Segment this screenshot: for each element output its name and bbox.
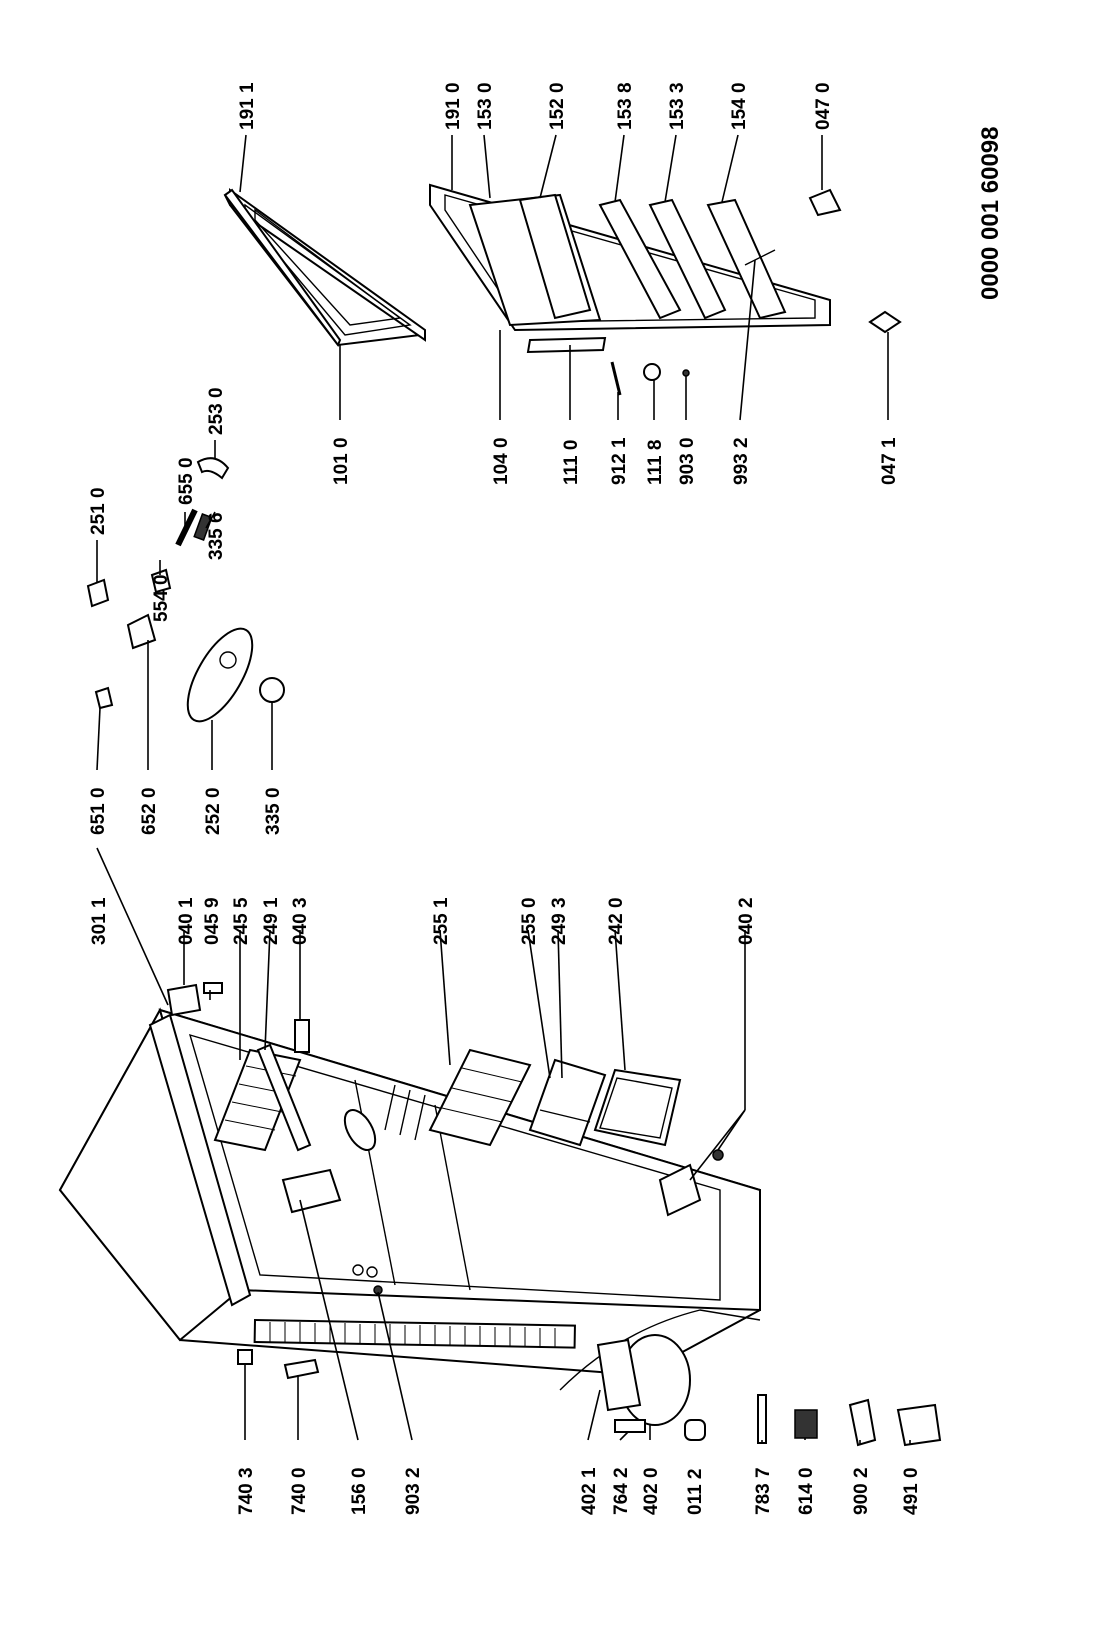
label-740-0: 740 0 [289, 1467, 310, 1515]
label-047-1: 047 1 [879, 437, 900, 485]
label-242-0: 242 0 [606, 897, 627, 945]
label-156-0: 156 0 [349, 1467, 370, 1515]
bar-993-2 [744, 249, 776, 266]
label-903-0: 903 0 [677, 437, 698, 485]
label-104-0: 104 0 [491, 437, 512, 485]
hinge-040-3 [294, 1019, 310, 1053]
label-253-0: 253 0 [206, 387, 227, 435]
hinge-047-1 [868, 310, 902, 334]
label-101-0: 101 0 [331, 437, 352, 485]
label-255-1: 255 1 [431, 897, 452, 945]
label-153-3: 153 3 [667, 82, 688, 130]
cable-614-0 [794, 1409, 818, 1439]
part-554-0 [150, 568, 172, 594]
pin-045-9 [203, 982, 223, 994]
label-301-1: 301 1 [89, 897, 110, 945]
knob-335-0 [259, 677, 285, 703]
screw-903-0 [682, 369, 690, 377]
door-shelf-154-0 [706, 198, 787, 320]
label-402-0: 402 0 [641, 1467, 662, 1515]
label-912-1: 912 1 [609, 437, 630, 485]
relay-402-1 [596, 1338, 642, 1412]
label-335-0: 335 0 [263, 787, 284, 835]
part-253-0 [196, 457, 230, 480]
label-655-0: 655 0 [176, 457, 197, 505]
document-number: 0000 001 60098 [977, 126, 1004, 300]
part-655-0 [175, 508, 198, 547]
label-335-6: 335 6 [206, 512, 227, 560]
label-614-0: 614 0 [796, 1467, 817, 1515]
door-shelf-152-0 [518, 193, 592, 320]
part-labels: 301 1 040 1 045 9 245 5 249 1 040 3 255 … [88, 82, 1004, 1515]
hinge-040-2 [658, 1163, 702, 1217]
label-903-2: 903 2 [403, 1467, 424, 1515]
label-740-3: 740 3 [236, 1467, 257, 1515]
label-040-2: 040 2 [736, 897, 757, 945]
label-011-2: 011 2 [685, 1469, 706, 1516]
label-491-0: 491 0 [901, 1467, 922, 1515]
label-153-0: 153 0 [475, 82, 496, 130]
grommet-011-2 [684, 1419, 706, 1441]
part-251-0 [86, 578, 110, 608]
label-045-9: 045 9 [202, 897, 223, 945]
label-040-3: 040 3 [290, 897, 311, 945]
label-111-0: 111 0 [561, 440, 582, 485]
label-783-7: 783 7 [753, 1467, 774, 1515]
dryer-783-7 [757, 1394, 767, 1444]
label-153-8: 153 8 [615, 82, 636, 130]
label-111-8: 111 8 [645, 440, 666, 485]
freezer-door [223, 188, 426, 348]
cord-900-2 [848, 1398, 877, 1447]
cap-111-8 [643, 363, 661, 381]
label-252-0: 252 0 [203, 787, 224, 835]
label-651-0: 651 0 [88, 787, 109, 835]
leader-lines [96, 134, 911, 1445]
small-parts-group [86, 457, 285, 723]
label-900-2: 900 2 [851, 1467, 872, 1515]
connector-491-0 [896, 1403, 942, 1447]
label-191-1: 191 1 [237, 82, 258, 130]
fridge-cabinet [58, 1007, 761, 1377]
label-154-0: 154 0 [729, 82, 750, 130]
label-191-0: 191 0 [443, 82, 464, 130]
label-554-0: 554 0 [151, 574, 172, 622]
label-402-1: 402 1 [579, 1467, 600, 1515]
compressor-group [559, 1309, 942, 1447]
foot-740-3 [237, 1349, 253, 1365]
label-152-0: 152 0 [547, 82, 568, 130]
cabinet-hinge-parts [166, 982, 724, 1380]
label-245-5: 245 5 [231, 897, 252, 945]
handle-111-0 [526, 336, 607, 354]
bracket-764-2 [614, 1419, 646, 1433]
foot-740-0 [283, 1358, 320, 1380]
label-251-0: 251 0 [88, 487, 109, 535]
hinge-040-1 [166, 983, 202, 1017]
door-shelf-153-8 [598, 198, 682, 320]
housing-252-0 [186, 627, 254, 723]
label-249-3: 249 3 [549, 897, 570, 945]
part-335-6 [193, 513, 213, 541]
part-651-0 [94, 686, 114, 710]
label-047-0: 047 0 [813, 82, 834, 130]
fridge-door [429, 183, 831, 396]
label-249-1: 249 1 [261, 897, 282, 945]
hinge-047-0 [808, 188, 842, 217]
label-993-2: 993 2 [731, 437, 752, 485]
label-255-0: 255 0 [519, 897, 540, 945]
label-040-1: 040 1 [176, 897, 197, 945]
label-764-2: 764 2 [611, 1467, 632, 1515]
label-652-0: 652 0 [139, 787, 160, 835]
screw-912-1 [610, 361, 622, 396]
part-652-0 [126, 613, 157, 650]
